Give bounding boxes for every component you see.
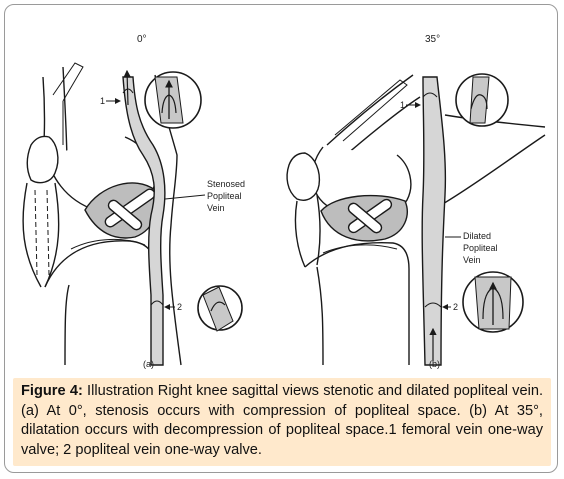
knee-illustration: 0° 1 2 bbox=[22, 34, 546, 369]
figure-frame: 0° 1 2 bbox=[4, 4, 558, 473]
label-2-a: 2 bbox=[177, 302, 182, 312]
valve-zoom-bottom-b bbox=[462, 271, 524, 333]
vein-label-a-line3: Vein bbox=[207, 203, 225, 213]
panel-a: 0° 1 2 bbox=[22, 34, 245, 369]
panel-letter-a: (a) bbox=[143, 359, 154, 369]
patellar-tendon-b bbox=[294, 194, 321, 268]
popliteal-vein-a bbox=[122, 76, 166, 366]
valve-zoom-top-b bbox=[455, 73, 509, 127]
angle-label-b: 35° bbox=[425, 34, 440, 45]
femur-b bbox=[326, 74, 421, 161]
tibia-b bbox=[304, 242, 410, 366]
label-1-a: 1 bbox=[100, 96, 105, 106]
popliteal-vein-b bbox=[421, 76, 447, 366]
caption-text: Illustration Right knee sagittal views s… bbox=[21, 383, 544, 458]
caption-label: Figure 4: bbox=[21, 383, 83, 399]
label-1-b: 1 bbox=[400, 100, 405, 110]
panel-b: 35° 1 2 bbox=[286, 34, 546, 369]
label-2-b: 2 bbox=[453, 302, 458, 312]
patella-a bbox=[26, 135, 59, 184]
valve-zoom-top-a bbox=[144, 71, 202, 129]
vein-label-a-line1: Stenosed bbox=[207, 179, 245, 189]
vein-label-b-line3: Vein bbox=[463, 255, 481, 265]
angle-label-a: 0° bbox=[137, 34, 147, 45]
vein-label-a-line2: Popliteal bbox=[207, 191, 242, 201]
patella-b bbox=[286, 152, 321, 201]
valve-zoom-bottom-a bbox=[197, 285, 243, 332]
patellar-tendon-a bbox=[22, 182, 60, 288]
tibia-a bbox=[44, 240, 156, 366]
vein-label-b-line2: Popliteal bbox=[463, 243, 498, 253]
panel-letter-b: (b) bbox=[429, 359, 440, 369]
figure-caption: Figure 4: Illustration Right knee sagitt… bbox=[13, 378, 551, 466]
vein-label-b-line1: Dilated bbox=[463, 231, 491, 241]
